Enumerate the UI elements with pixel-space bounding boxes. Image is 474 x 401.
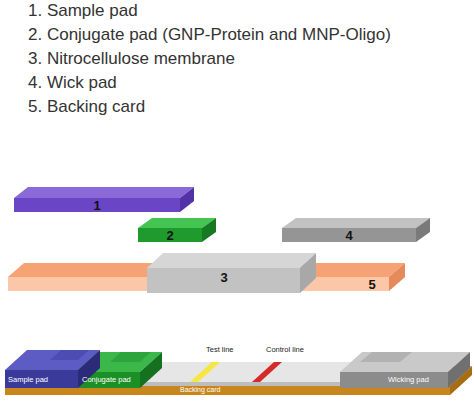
wick-ridge xyxy=(360,352,412,362)
line-label: Test line xyxy=(206,346,234,354)
line-label: Control line xyxy=(266,346,304,354)
block-top xyxy=(14,187,194,198)
block-shape xyxy=(138,218,216,242)
block-front xyxy=(14,198,180,212)
block-side xyxy=(180,187,194,212)
sample-ridge xyxy=(50,350,89,360)
control-line xyxy=(252,362,282,382)
test-line xyxy=(190,362,220,382)
block-top xyxy=(147,253,316,268)
pad-block: 2 xyxy=(138,218,216,242)
block-side xyxy=(416,218,430,242)
pad-label: Backing card xyxy=(180,386,220,394)
wick-front xyxy=(340,372,448,388)
pad-block: 4 xyxy=(282,218,430,242)
block-shape xyxy=(282,218,430,242)
block-shape xyxy=(147,253,316,293)
block-front xyxy=(8,277,389,291)
block-side xyxy=(202,218,216,242)
block-top xyxy=(282,218,430,228)
block-front xyxy=(147,268,300,293)
pad-label: Conjugate pad xyxy=(82,376,131,384)
callout-number: 1 xyxy=(93,199,100,212)
block-shape xyxy=(14,187,194,212)
wick-top xyxy=(340,352,470,372)
block-front xyxy=(282,228,416,242)
callout-number: 2 xyxy=(166,229,173,242)
block-top xyxy=(8,263,405,277)
conjugate-ridge xyxy=(110,352,151,362)
part-list-item: 5. Backing card xyxy=(28,98,145,117)
conjugate-side xyxy=(140,352,162,388)
pad-block: 1 xyxy=(14,187,194,212)
wick-side xyxy=(448,352,470,388)
callout-number: 5 xyxy=(368,278,375,291)
sample-front xyxy=(5,370,78,388)
block-side xyxy=(389,263,405,291)
part-list-item: 4. Wick pad xyxy=(28,74,117,93)
part-list-item: 1. Sample pad xyxy=(28,2,138,21)
callout-number: 3 xyxy=(220,271,227,284)
part-list-item: 2. Conjugate pad (GNP-Protein and MNP-Ol… xyxy=(28,26,391,45)
pad-label: Wicking pad xyxy=(388,376,429,384)
part-list-item: 3. Nitrocellulose membrane xyxy=(28,50,235,69)
pad-label: Sample pad xyxy=(8,376,48,384)
block-front xyxy=(138,228,202,242)
callout-number: 4 xyxy=(345,229,352,242)
pad-block: 3 xyxy=(147,253,316,293)
